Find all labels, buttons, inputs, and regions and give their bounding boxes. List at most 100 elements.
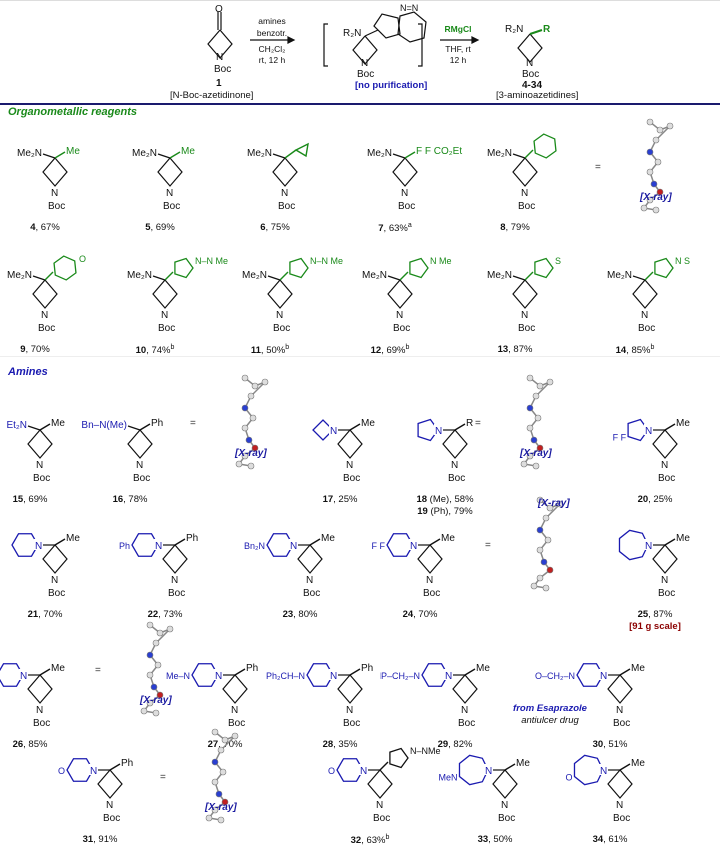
xray-structure-image bbox=[640, 118, 674, 214]
azetidine-ring bbox=[512, 157, 538, 187]
compound-label: 20, 25% bbox=[637, 494, 673, 505]
boc-group: Boc bbox=[228, 718, 245, 729]
aryl-ring bbox=[289, 257, 309, 279]
azetidine-ring bbox=[452, 674, 478, 704]
azetidine-n: N bbox=[376, 800, 383, 811]
ring-substituent: Ph₂CH–N bbox=[266, 671, 305, 681]
compound-label: 21, 70% bbox=[27, 609, 63, 620]
boc-label: Boc bbox=[214, 64, 231, 75]
boc-group: Boc bbox=[278, 201, 295, 212]
azetidine-ring bbox=[42, 157, 68, 187]
boc-group: Boc bbox=[398, 201, 415, 212]
intermediate-n: N bbox=[361, 58, 368, 69]
xray-label: [X-ray] bbox=[235, 448, 267, 459]
boc-group: Boc bbox=[658, 588, 675, 599]
azetidine-n: N bbox=[281, 188, 288, 199]
azetidine-n: N bbox=[36, 705, 43, 716]
compound-label: 28, 35% bbox=[322, 739, 358, 750]
amine-group: Me₂N bbox=[17, 148, 42, 159]
reagent-solvent: CH₂Cl₂ bbox=[259, 44, 286, 54]
scheme-drawing: O N Boc amines benzotr. CH₂Cl₂ rt, 12 h … bbox=[207, 3, 551, 80]
azetidine-ring bbox=[272, 157, 298, 187]
r-group: Me bbox=[631, 758, 645, 769]
compound-label: 22, 73% bbox=[147, 609, 183, 620]
section-amines: Amines bbox=[8, 366, 48, 378]
amine-ring bbox=[0, 663, 24, 687]
product-r-group: R bbox=[543, 24, 551, 35]
boc-group: Boc bbox=[373, 813, 390, 824]
boc-group: Boc bbox=[638, 323, 655, 334]
compound-label: 33, 50% bbox=[477, 834, 513, 845]
azetidine-n: N bbox=[661, 575, 668, 586]
boc-group: Boc bbox=[158, 323, 175, 334]
amine-group: Me₂N bbox=[607, 270, 632, 281]
azetidine-ring bbox=[632, 279, 658, 309]
aryl-heteroatoms: N–N Me bbox=[310, 256, 343, 266]
boc-group: Boc bbox=[393, 323, 410, 334]
intermediate-amine: R₂N bbox=[343, 28, 361, 39]
intermediate-boc: Boc bbox=[357, 69, 374, 80]
azetidine-n: N bbox=[161, 310, 168, 321]
azetidine-ring bbox=[392, 157, 418, 187]
r-group: Me bbox=[51, 418, 65, 429]
azetidine-ring bbox=[27, 429, 53, 459]
azetidine-ring bbox=[297, 544, 323, 574]
compound-1-name: [N-Boc-azetidinone] bbox=[170, 90, 254, 101]
top-border bbox=[0, 0, 720, 1]
compound-label: 34, 61% bbox=[592, 834, 628, 845]
xray-label: [X-ray] bbox=[538, 498, 570, 509]
r-group: Me bbox=[66, 533, 80, 544]
azetidine-n: N bbox=[51, 575, 58, 586]
triazole-atoms: N=N bbox=[400, 3, 418, 13]
boc-group: Boc bbox=[33, 718, 50, 729]
azetidine-ring bbox=[607, 674, 633, 704]
xray-structure-image bbox=[205, 728, 239, 824]
amine-n: N bbox=[485, 766, 492, 777]
boc-group: Boc bbox=[423, 588, 440, 599]
section-organometallic: Organometallic reagents bbox=[8, 106, 137, 118]
amine-ring bbox=[421, 663, 449, 687]
ring-substituent: O bbox=[565, 773, 572, 783]
amine-ring bbox=[11, 533, 39, 557]
r-group: Me bbox=[631, 663, 645, 674]
boc-group: Boc bbox=[498, 813, 515, 824]
amine-ring bbox=[576, 663, 604, 687]
section-divider-2 bbox=[0, 356, 720, 357]
amine-ring bbox=[627, 418, 649, 442]
boc-group: Boc bbox=[38, 323, 55, 334]
azetidine-ring bbox=[387, 279, 413, 309]
azetidine-ring bbox=[157, 157, 183, 187]
azetidine-n: N bbox=[451, 460, 458, 471]
azetidine-ring bbox=[152, 279, 178, 309]
compound-label: 24, 70% bbox=[402, 609, 438, 620]
r-group: Me bbox=[476, 663, 490, 674]
aryl-heteroatoms: N–NMe bbox=[410, 746, 441, 756]
compound-label: 9, 70% bbox=[20, 344, 50, 355]
xray-label: [X-ray] bbox=[520, 448, 552, 459]
ring-substituent: O bbox=[328, 766, 335, 776]
azetidine-ring bbox=[97, 769, 123, 799]
azetidine-ring bbox=[652, 544, 678, 574]
grignard-reagent: RMgCl bbox=[445, 24, 472, 34]
compound-label-2: 19 (Ph), 79% bbox=[417, 506, 473, 517]
boc-group: Boc bbox=[343, 473, 360, 484]
amine-ring bbox=[312, 419, 334, 441]
equals-sign: = bbox=[190, 418, 196, 429]
amine-ring bbox=[191, 663, 219, 687]
azetidine-ring bbox=[367, 769, 393, 799]
r-group: Ph bbox=[186, 533, 198, 544]
aryl-heteroatoms: S bbox=[555, 256, 561, 266]
compound-label: 32, 63%b bbox=[350, 834, 390, 847]
azetidine-n: N bbox=[346, 705, 353, 716]
r-group: Ph bbox=[246, 663, 258, 674]
